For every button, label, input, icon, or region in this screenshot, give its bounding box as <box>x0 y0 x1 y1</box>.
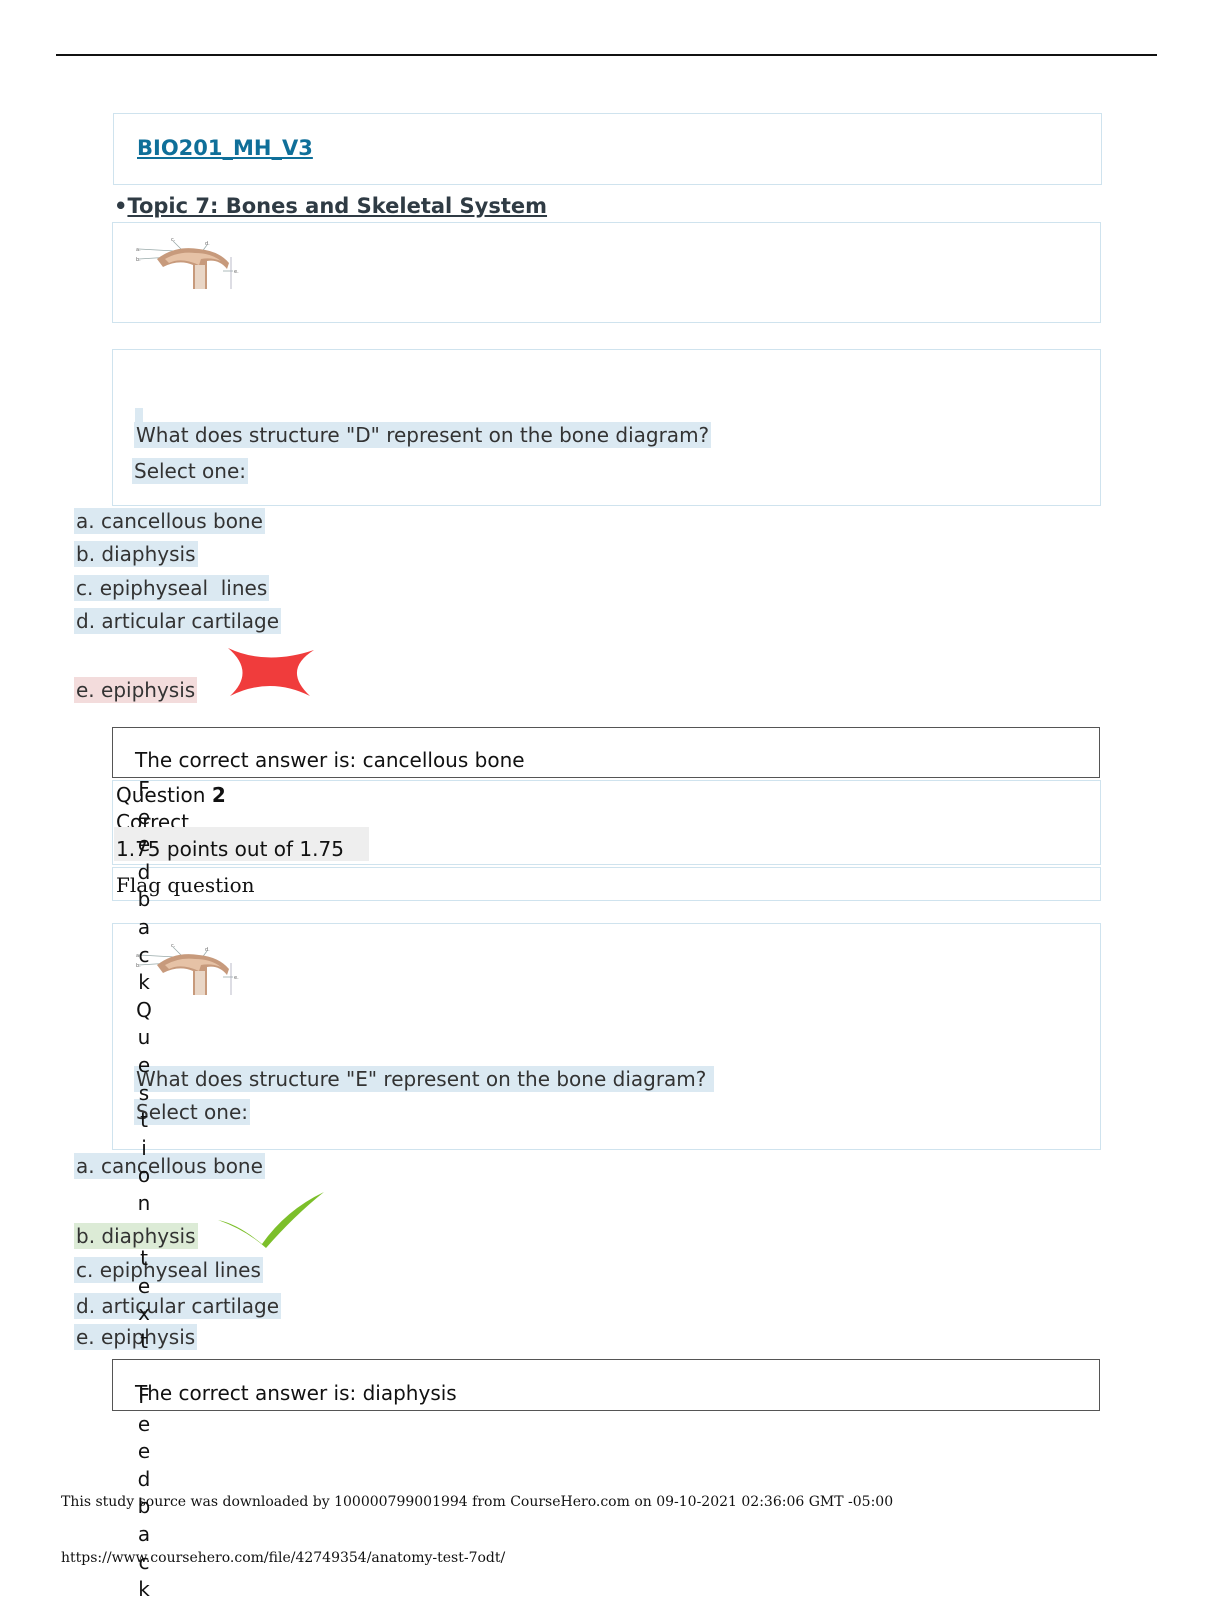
overlay-char: n <box>137 1190 151 1215</box>
question-number-label: Question <box>116 783 206 807</box>
topic-bullet: • <box>114 194 128 218</box>
overlay-char: a <box>137 914 151 939</box>
svg-text:b.: b. <box>136 257 141 263</box>
question2-feedback: The correct answer is: diaphysis <box>112 1359 1100 1411</box>
overlay-char: b <box>137 1494 151 1519</box>
cross-icon <box>226 644 316 702</box>
flag-question-panel <box>112 867 1101 901</box>
overlay-char: d <box>137 1466 151 1491</box>
overlay-char: s <box>138 1080 150 1105</box>
svg-text:c.: c. <box>171 237 176 243</box>
question1-marker <box>135 408 143 426</box>
svg-text:d.: d. <box>205 947 210 953</box>
overlay-char: d <box>137 859 151 884</box>
q2-option-c[interactable]: c. epiphyseal lines <box>74 1257 263 1283</box>
bone-diagram-image-2: a. b. c. d. e. <box>135 943 245 999</box>
question1-image-panel <box>112 222 1101 323</box>
overlay-char: e <box>137 832 151 857</box>
q2-option-e[interactable]: e. epiphysis <box>74 1324 198 1350</box>
question1-text: What does structure "D" represent on the… <box>134 422 712 448</box>
overlay-char: e <box>137 1439 151 1464</box>
q2-option-b[interactable]: b. diaphysis <box>74 1223 198 1249</box>
overlay-char: o <box>137 1163 151 1188</box>
overlay-char: t <box>140 1246 148 1271</box>
bone-diagram-image-1: a. b. c. d. e. <box>135 237 245 293</box>
question2-feedback-text: The correct answer is: diaphysis <box>135 1381 457 1405</box>
overlay-char <box>134 1218 154 1246</box>
overlay-char: e <box>137 1411 151 1436</box>
svg-text:a.: a. <box>136 953 141 959</box>
question2-number: Question 2 <box>116 783 226 807</box>
question2-panel <box>112 923 1101 1150</box>
overlay-char: x <box>138 1301 150 1326</box>
course-link[interactable]: BIO201_MH_V3 <box>137 136 313 160</box>
question2-text: What does structure "E" represent on the… <box>134 1066 715 1092</box>
overlay-char: k <box>138 1577 150 1602</box>
overlay-char: u <box>137 1025 151 1050</box>
topic-title[interactable]: Topic 7: Bones and Skeletal System <box>127 194 548 218</box>
q1-option-d[interactable]: d. articular cartilage <box>74 608 282 634</box>
svg-text:c.: c. <box>171 943 176 949</box>
overlay-char: t <box>140 1328 148 1353</box>
question1-prompt: Select one: <box>132 458 249 484</box>
question1-feedback-text: The correct answer is: cancellous bone <box>135 748 525 772</box>
question-number-value: 2 <box>211 783 226 807</box>
svg-text:e.: e. <box>234 975 239 981</box>
overlay-char: e <box>137 804 151 829</box>
overlay-char: i <box>141 1135 147 1160</box>
footer-source-note: This study source was downloaded by 1000… <box>61 1494 894 1510</box>
q1-option-b[interactable]: b. diaphysis <box>74 541 198 567</box>
svg-text:e.: e. <box>234 269 239 275</box>
q1-option-e[interactable]: e. epiphysis <box>74 677 198 703</box>
question2-prompt: Select one: <box>134 1099 251 1125</box>
course-header-panel <box>113 113 1102 185</box>
question1-feedback: The correct answer is: cancellous bone <box>112 727 1100 778</box>
topic-heading[interactable]: •Topic 7: Bones and Skeletal System <box>114 194 547 218</box>
svg-text:a.: a. <box>136 247 141 253</box>
overlay-char: a <box>137 1522 151 1547</box>
q1-option-a[interactable]: a. cancellous bone <box>74 508 265 534</box>
q2-option-a[interactable]: a. cancellous bone <box>74 1153 265 1179</box>
overlay-char: Q <box>136 997 152 1022</box>
check-icon <box>216 1190 326 1254</box>
q1-option-c[interactable]: c. epiphyseal lines <box>74 575 270 601</box>
overlay-char <box>134 1355 154 1383</box>
overlay-char: t <box>140 1108 148 1133</box>
overlay-char: c <box>138 942 150 967</box>
flag-question-link[interactable]: Flag question <box>116 873 255 897</box>
overlay-char: c <box>138 1549 150 1574</box>
svg-text:d.: d. <box>205 241 210 247</box>
overlay-char: b <box>137 887 151 912</box>
overlay-char: F <box>138 1384 150 1409</box>
overlay-char: F <box>138 777 150 801</box>
question2-points: 1.75 points out of 1.75 <box>114 827 369 861</box>
overlay-char: e <box>137 1273 151 1298</box>
q2-option-d[interactable]: d. articular cartilage <box>74 1293 282 1319</box>
footer-url[interactable]: https://www.coursehero.com/file/42749354… <box>61 1550 506 1566</box>
overlay-char: k <box>138 970 150 995</box>
top-rule <box>56 54 1157 56</box>
svg-text:b.: b. <box>136 963 141 969</box>
overlay-char: e <box>137 1052 151 1077</box>
